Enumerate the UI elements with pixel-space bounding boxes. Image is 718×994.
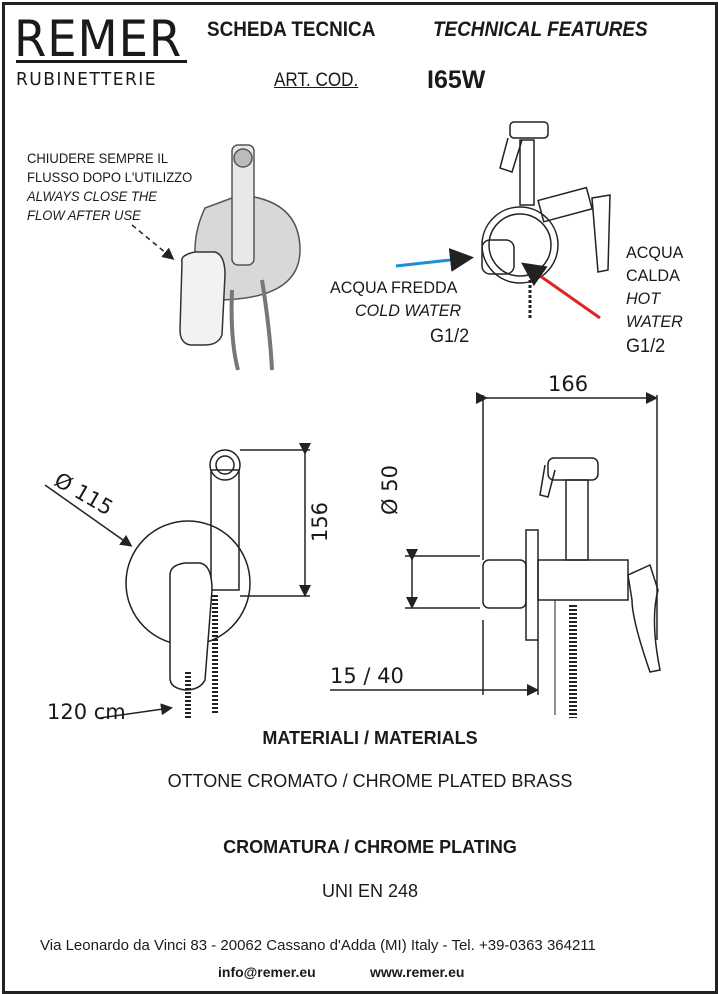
dimension-depth: 15 / 40 — [330, 664, 404, 688]
cold-water-thread: G1/2 — [430, 326, 470, 347]
footer-address: Via Leonardo da Vinci 83 - 20062 Cassano… — [40, 937, 596, 954]
warning-en-line2: FLOW AFTER USE — [27, 207, 141, 223]
warning-en-line1: ALWAYS CLOSE THE — [27, 188, 157, 204]
dimension-width: 166 — [548, 372, 589, 396]
hot-water-label-it-2: CALDA — [626, 266, 680, 285]
product-photo — [131, 144, 301, 371]
hot-water-label-en-2: WATER — [626, 312, 683, 331]
side-view-drawing — [330, 392, 661, 718]
cold-water-label-en: COLD WATER — [355, 301, 462, 320]
hot-water-label-it-1: ACQUA — [626, 243, 684, 262]
front-view-drawing — [44, 443, 311, 719]
materials-value: OTTONE CROMATO / CHROME PLATED BRASS — [167, 771, 573, 791]
footer-website[interactable]: www.remer.eu — [370, 964, 465, 980]
brand-logo: REMER — [14, 10, 183, 68]
warning-it-line1: CHIUDERE SEMPRE IL — [27, 150, 169, 166]
hot-water-label-en-1: HOT — [626, 289, 661, 308]
dimension-height: 156 — [308, 501, 333, 543]
materials-title: MATERIALI / MATERIALS — [262, 728, 478, 748]
warning-note: CHIUDERE SEMPRE IL FLUSSO DOPO L'UTILIZZ… — [27, 149, 192, 225]
brand-subtitle: RUBINETTERIE — [16, 69, 158, 90]
hot-water-thread: G1/2 — [626, 336, 666, 357]
footer-email[interactable]: info@remer.eu — [218, 964, 316, 980]
cold-water-label-it: ACQUA FREDDA — [330, 278, 458, 297]
dimension-plate-side: Ø 50 — [377, 465, 402, 515]
article-code: I65W — [427, 66, 486, 94]
exploded-view — [395, 121, 611, 320]
title-english: TECHNICAL FEATURES — [433, 18, 648, 41]
logo-divider — [16, 60, 187, 63]
warning-it-line2: FLUSSO DOPO L'UTILIZZO — [27, 169, 193, 185]
dimension-hose: 120 cm — [47, 700, 126, 724]
article-code-label: ART. COD. — [274, 70, 359, 91]
plating-value: UNI EN 248 — [321, 881, 419, 901]
plating-title: CROMATURA / CHROME PLATING — [223, 837, 517, 857]
title-italian: SCHEDA TECNICA — [207, 18, 376, 41]
